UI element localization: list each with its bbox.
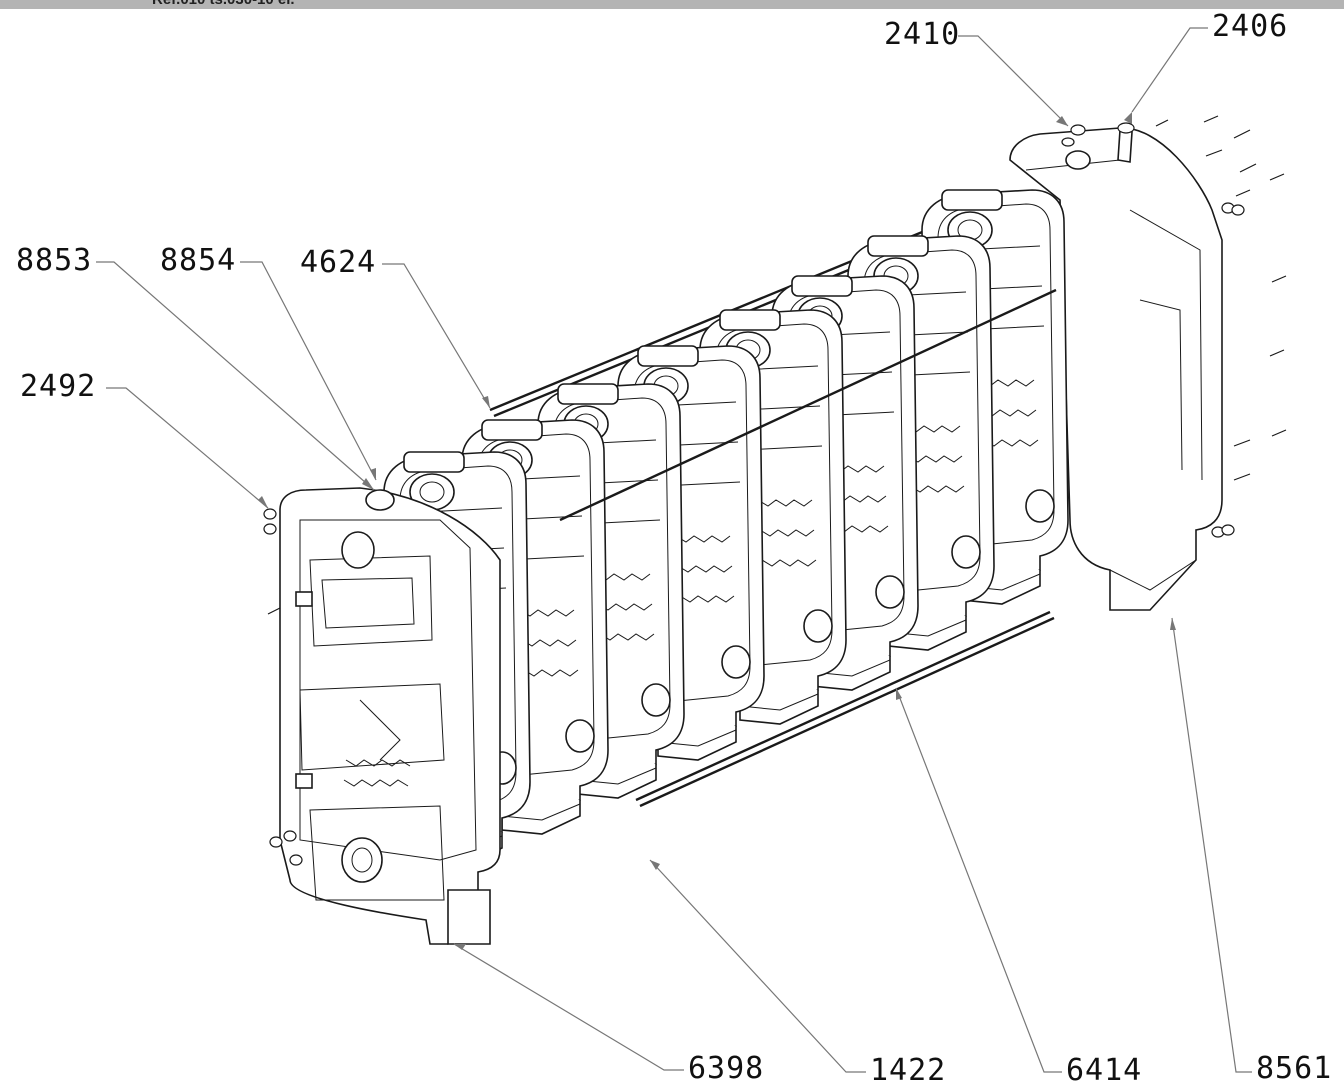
callout-1422: 1422 [870,1053,947,1088]
callout-8561: 8561 [1256,1051,1333,1086]
header-bar: Ref.010 ts.030-10 el. [0,0,1344,9]
upper-tie-rod [489,198,1001,412]
callout-2410: 2410 [884,17,961,52]
leader-lines [96,27,1252,1073]
hardware-nuts [263,202,1245,866]
callout-4624: 4624 [300,245,377,280]
middle-tie-rod [559,288,1057,522]
callout-6398: 6398 [688,1051,765,1086]
callout-8854: 8854 [160,243,237,278]
callout-2492: 2492 [20,369,97,404]
hardware-pins [267,115,1287,615]
callout-2406: 2406 [1212,9,1289,44]
callout-6414: 6414 [1066,1053,1143,1088]
header-title: Ref.010 ts.030-10 el. [152,0,295,8]
callout-8853: 8853 [16,243,93,278]
leader-arrows [258,112,1176,950]
front-end-section [279,487,501,945]
lower-tie-rod [635,610,1051,802]
